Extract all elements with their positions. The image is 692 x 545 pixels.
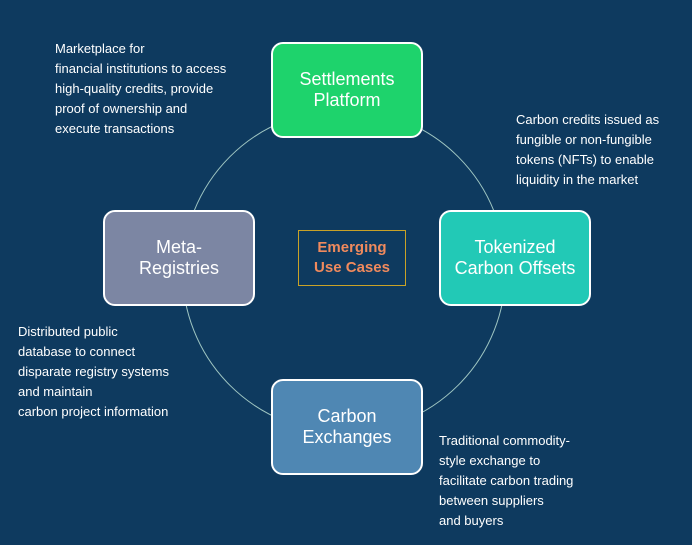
meta-registries-node: Meta- Registries [103,210,255,306]
tokenized-description: Carbon credits issued as fungible or non… [516,112,660,187]
settlements-platform-node: Settlements Platform [271,42,423,138]
tokenized-carbon-offsets-node: Tokenized Carbon Offsets [439,210,591,306]
meta-registries-description: Distributed public database to connect d… [18,324,169,419]
settlements-description: Marketplace for financial institutions t… [55,41,227,136]
emerging-use-cases-label: Emerging Use Cases [298,230,406,286]
carbon-exchanges-description: Traditional commodity- style exchange to… [439,433,574,528]
carbon-exchanges-node: Carbon Exchanges [271,379,423,475]
